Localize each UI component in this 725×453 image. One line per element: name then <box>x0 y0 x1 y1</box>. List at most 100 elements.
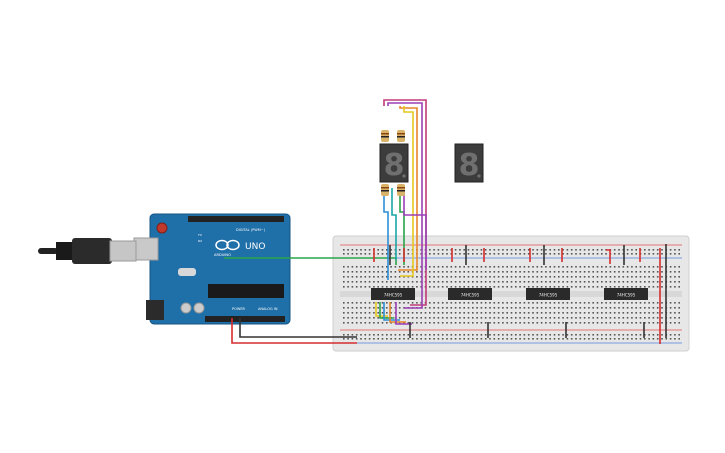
breadboard-hole[interactable] <box>373 286 375 288</box>
breadboard-hole[interactable] <box>441 312 444 314</box>
wire-blue[interactable] <box>383 188 389 280</box>
breadboard-hole[interactable] <box>609 281 612 283</box>
breadboard-hole[interactable] <box>407 334 410 336</box>
breadboard-hole[interactable] <box>618 271 620 273</box>
breadboard-hole[interactable] <box>368 312 371 314</box>
breadboard-hole[interactable] <box>596 266 599 268</box>
breadboard-hole[interactable] <box>523 271 526 273</box>
breadboard-hole[interactable] <box>364 334 367 336</box>
breadboard-hole[interactable] <box>472 307 474 309</box>
breadboard-hole[interactable] <box>540 312 543 314</box>
breadboard-hole[interactable] <box>433 266 435 268</box>
breadboard-hole[interactable] <box>351 312 354 314</box>
breadboard-hole[interactable] <box>377 271 379 273</box>
breadboard-hole[interactable] <box>411 322 414 324</box>
breadboard-hole[interactable] <box>553 249 556 251</box>
breadboard-hole[interactable] <box>351 322 354 324</box>
breadboard-hole[interactable] <box>523 307 526 309</box>
breadboard-hole[interactable] <box>527 307 530 309</box>
breadboard-hole[interactable] <box>545 317 547 319</box>
breadboard-hole[interactable] <box>489 253 491 255</box>
breadboard-hole[interactable] <box>355 249 358 251</box>
breadboard-hole[interactable] <box>493 302 496 304</box>
breadboard-hole[interactable] <box>609 317 612 319</box>
breadboard-hole[interactable] <box>669 286 672 288</box>
breadboard-hole[interactable] <box>459 281 461 283</box>
breadboard-hole[interactable] <box>605 253 607 255</box>
breadboard-hole[interactable] <box>644 253 646 255</box>
breadboard-hole[interactable] <box>545 334 547 336</box>
breadboard-hole[interactable] <box>583 312 586 314</box>
breadboard-hole[interactable] <box>398 276 401 278</box>
breadboard-hole[interactable] <box>652 266 655 268</box>
breadboard-hole[interactable] <box>639 302 642 304</box>
breadboard-hole[interactable] <box>398 312 401 314</box>
breadboard-hole[interactable] <box>454 276 457 278</box>
breadboard-hole[interactable] <box>549 286 551 288</box>
breadboard-hole[interactable] <box>506 266 508 268</box>
breadboard-hole[interactable] <box>644 307 646 309</box>
breadboard-hole[interactable] <box>583 271 586 273</box>
breadboard-hole[interactable] <box>463 338 465 340</box>
breadboard-hole[interactable] <box>562 281 564 283</box>
breadboard-hole[interactable] <box>605 281 607 283</box>
breadboard-hole[interactable] <box>583 266 586 268</box>
breadboard-hole[interactable] <box>601 317 603 319</box>
breadboard-hole[interactable] <box>454 338 457 340</box>
breadboard-hole[interactable] <box>661 286 663 288</box>
breadboard-hole[interactable] <box>364 286 367 288</box>
breadboard-hole[interactable] <box>639 334 642 336</box>
breadboard-hole[interactable] <box>472 271 474 273</box>
seven-segment-display-2[interactable]: 8 <box>454 143 484 183</box>
breadboard-hole[interactable] <box>429 271 431 273</box>
breadboard-hole[interactable] <box>527 286 530 288</box>
breadboard-hole[interactable] <box>583 307 586 309</box>
breadboard-hole[interactable] <box>502 286 504 288</box>
breadboard-hole[interactable] <box>489 249 491 251</box>
breadboard-hole[interactable] <box>588 271 590 273</box>
breadboard-hole[interactable] <box>613 317 616 319</box>
breadboard-hole[interactable] <box>446 312 448 314</box>
breadboard-hole[interactable] <box>678 276 680 278</box>
breadboard-hole[interactable] <box>381 302 384 304</box>
breadboard-hole[interactable] <box>583 249 586 251</box>
breadboard-hole[interactable] <box>454 312 457 314</box>
breadboard-hole[interactable] <box>381 266 384 268</box>
breadboard-hole[interactable] <box>674 317 676 319</box>
breadboard-hole[interactable] <box>429 281 431 283</box>
breadboard-hole[interactable] <box>497 312 500 314</box>
breadboard-hole[interactable] <box>674 334 676 336</box>
breadboard-hole[interactable] <box>484 271 487 273</box>
breadboard-hole[interactable] <box>493 334 496 336</box>
breadboard-hole[interactable] <box>450 338 453 340</box>
breadboard-hole[interactable] <box>489 302 491 304</box>
breadboard-hole[interactable] <box>398 334 401 336</box>
breadboard-hole[interactable] <box>493 276 496 278</box>
breadboard-hole[interactable] <box>613 302 616 304</box>
breadboard-hole[interactable] <box>527 302 530 304</box>
breadboard-hole[interactable] <box>398 271 401 273</box>
breadboard-hole[interactable] <box>390 281 392 283</box>
breadboard-hole[interactable] <box>618 334 620 336</box>
breadboard-hole[interactable] <box>480 307 483 309</box>
breadboard-hole[interactable] <box>480 271 483 273</box>
breadboard-hole[interactable] <box>519 281 521 283</box>
breadboard-hole[interactable] <box>523 276 526 278</box>
breadboard-hole[interactable] <box>515 338 517 340</box>
breadboard-hole[interactable] <box>579 317 582 319</box>
breadboard-hole[interactable] <box>570 322 573 324</box>
breadboard-hole[interactable] <box>437 281 440 283</box>
breadboard-hole[interactable] <box>360 307 362 309</box>
breadboard-hole[interactable] <box>398 317 401 319</box>
breadboard-hole[interactable] <box>463 271 465 273</box>
breadboard-hole[interactable] <box>545 322 547 324</box>
breadboard-hole[interactable] <box>596 312 599 314</box>
breadboard-hole[interactable] <box>497 338 500 340</box>
breadboard-hole[interactable] <box>484 266 487 268</box>
breadboard-hole[interactable] <box>635 286 637 288</box>
breadboard-hole[interactable] <box>639 317 642 319</box>
jumper-red[interactable] <box>606 249 611 264</box>
breadboard-hole[interactable] <box>407 312 410 314</box>
breadboard-hole[interactable] <box>540 249 543 251</box>
resistor[interactable] <box>397 184 405 196</box>
